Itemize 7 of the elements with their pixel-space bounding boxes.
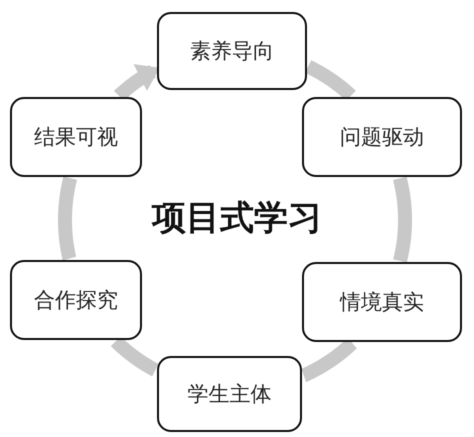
process-box: 问题驱动 <box>302 97 462 177</box>
process-box: 素养导向 <box>157 12 307 90</box>
process-box: 合作探究 <box>10 260 142 340</box>
process-box: 情境真实 <box>302 262 462 342</box>
process-box: 结果可视 <box>10 97 142 177</box>
center-title: 项目式学习 <box>150 197 323 240</box>
process-box: 学生主体 <box>157 356 302 432</box>
